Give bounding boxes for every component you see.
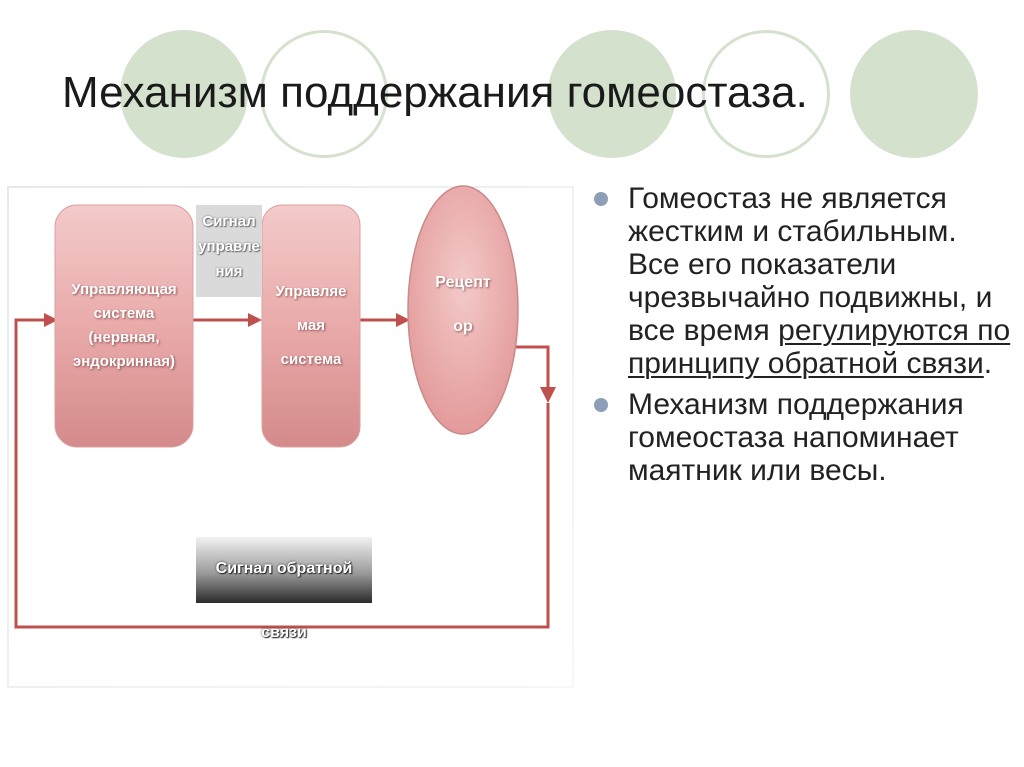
feedback-loop-line [515,345,550,387]
decor-circle-1 [120,30,248,158]
bullet-1-text: Гомеостаз не является жестким и стабильн… [628,182,993,347]
control-system-line2: система [93,305,155,322]
controlled-system-box [261,204,361,448]
feedback-down-arrow [540,387,556,403]
bullet-1-end: . [983,347,993,380]
feedback-signal-label: Сигнал обратной связи [196,537,372,641]
bullet-2-text: Механизм поддержания гомеостаза напомина… [628,388,964,487]
control-system-label: Управляющая система (нервная, эндокринна… [55,205,193,447]
bullet-list: Гомеостаз не является жестким и стабильн… [592,182,1012,495]
slide-title: Механизм поддержания гомеостаза. [62,68,808,117]
receptor-label: Рецепт ор [408,235,518,375]
diagram-frame [7,186,574,688]
input-arrow-head [44,313,58,327]
control-signal-line1: Сигнал [202,213,256,230]
control-system-line1: Управляющая [71,281,177,298]
bullet-1-underlined: регулируются по принципу обратной связи [628,314,1011,380]
control-signal-line2: управле [198,238,260,255]
bullet-item-1: Гомеостаз не является жестким и стабильн… [592,182,1012,380]
control-system-box [54,204,194,448]
decor-circle-2 [260,30,388,158]
receptor-line2: ор [453,318,473,335]
bullet-dot-icon [594,398,608,412]
homeostasis-diagram: Управляющая система (нервная, эндокринна… [0,175,580,695]
control-arrow-head [248,313,262,327]
control-system-line4: эндокринная) [72,353,176,370]
receptor-oval [407,185,519,435]
receptor-line1: Рецепт [435,274,491,291]
controlled-system-line3: система [280,351,342,368]
controlled-system-label: Управляе мая система [262,205,360,447]
receptor-arrow-head [396,313,410,327]
decor-circle-3 [548,30,676,158]
controlled-system-line2: мая [297,317,325,334]
bullet-item-2: Механизм поддержания гомеостаза напомина… [592,388,1012,487]
decor-circle-4 [702,30,830,158]
control-system-line3: (нервная, [88,329,160,346]
decor-circle-5 [850,30,978,158]
control-signal-line3: ния [215,263,243,280]
diagram-canvas [7,185,574,688]
control-signal-label: Сигнал управле ния [196,205,262,297]
bullet-dot-icon [594,192,608,206]
controlled-system-line1: Управляе [275,283,347,300]
